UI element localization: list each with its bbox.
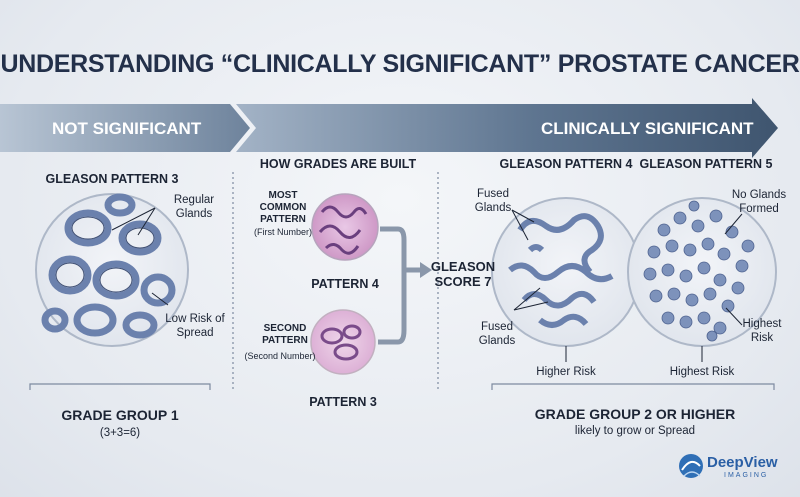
not-significant-label: NOT SIGNIFICANT	[52, 119, 202, 138]
grade-group-2-or-higher: GRADE GROUP 2 OR HIGHER	[534, 406, 736, 422]
connector-bottom	[378, 270, 407, 345]
logo-name: DeepView	[707, 454, 778, 471]
connector-arrowhead	[420, 262, 432, 278]
low-risk-label: Low Risk of Spread	[165, 313, 225, 339]
grade-group-1: GRADE GROUP 1	[61, 407, 179, 423]
pattern-3-label: PATTERN 3	[309, 395, 377, 409]
pattern-5-dish	[627, 197, 777, 347]
deepview-logo-icon	[679, 454, 703, 478]
regular-glands-label: Regular Glands	[173, 194, 215, 220]
pattern-4-small-dish	[311, 193, 379, 261]
higher-risk-label: Higher Risk	[536, 366, 596, 378]
second-pattern: SECOND PATTERN	[262, 323, 308, 346]
pattern-4-label: PATTERN 4	[311, 277, 379, 291]
first-number-note: (First Number)	[254, 227, 312, 237]
clinically-significant-arrow	[236, 98, 778, 158]
gleason-score-7: GLEASON SCORE 7	[430, 259, 496, 289]
fused-glands-bottom: Fused Glands	[478, 321, 516, 347]
highest-risk-bottom: Highest Risk	[669, 366, 735, 378]
clinically-significant-label: CLINICALLY SIGNIFICANT	[541, 119, 754, 138]
gleason-pattern-3-heading: GLEASON PATTERN 3	[45, 172, 179, 186]
pattern-3-small-dish	[310, 309, 376, 375]
grade-group-1-formula: (3+3=6)	[99, 427, 141, 439]
second-number-note: (Second Number)	[244, 351, 316, 361]
page-title: UNDERSTANDING “CLINICALLY SIGNIFICANT” P…	[0, 50, 800, 78]
bracket-right	[491, 383, 775, 390]
highest-risk-side: Highest Risk	[742, 318, 782, 344]
gleason-pattern-4-heading: GLEASON PATTERN 4	[499, 157, 633, 171]
pattern-3-dish	[35, 193, 189, 347]
fused-glands-top: Fused Glands	[474, 188, 512, 214]
how-grades-built-heading: HOW GRADES ARE BUILT	[259, 157, 417, 171]
connector-top	[380, 226, 422, 273]
gleason-pattern-5-heading: GLEASON PATTERN 5	[639, 157, 773, 171]
bracket-left	[29, 383, 211, 390]
grade-group-2-note: likely to grow or Spread	[574, 425, 696, 437]
most-common-pattern: MOST COMMON PATTERN	[259, 190, 307, 225]
not-significant-arrow	[0, 104, 250, 152]
no-glands-label: No Glands Formed	[731, 189, 787, 215]
logo-sub: IMAGING	[724, 472, 769, 479]
